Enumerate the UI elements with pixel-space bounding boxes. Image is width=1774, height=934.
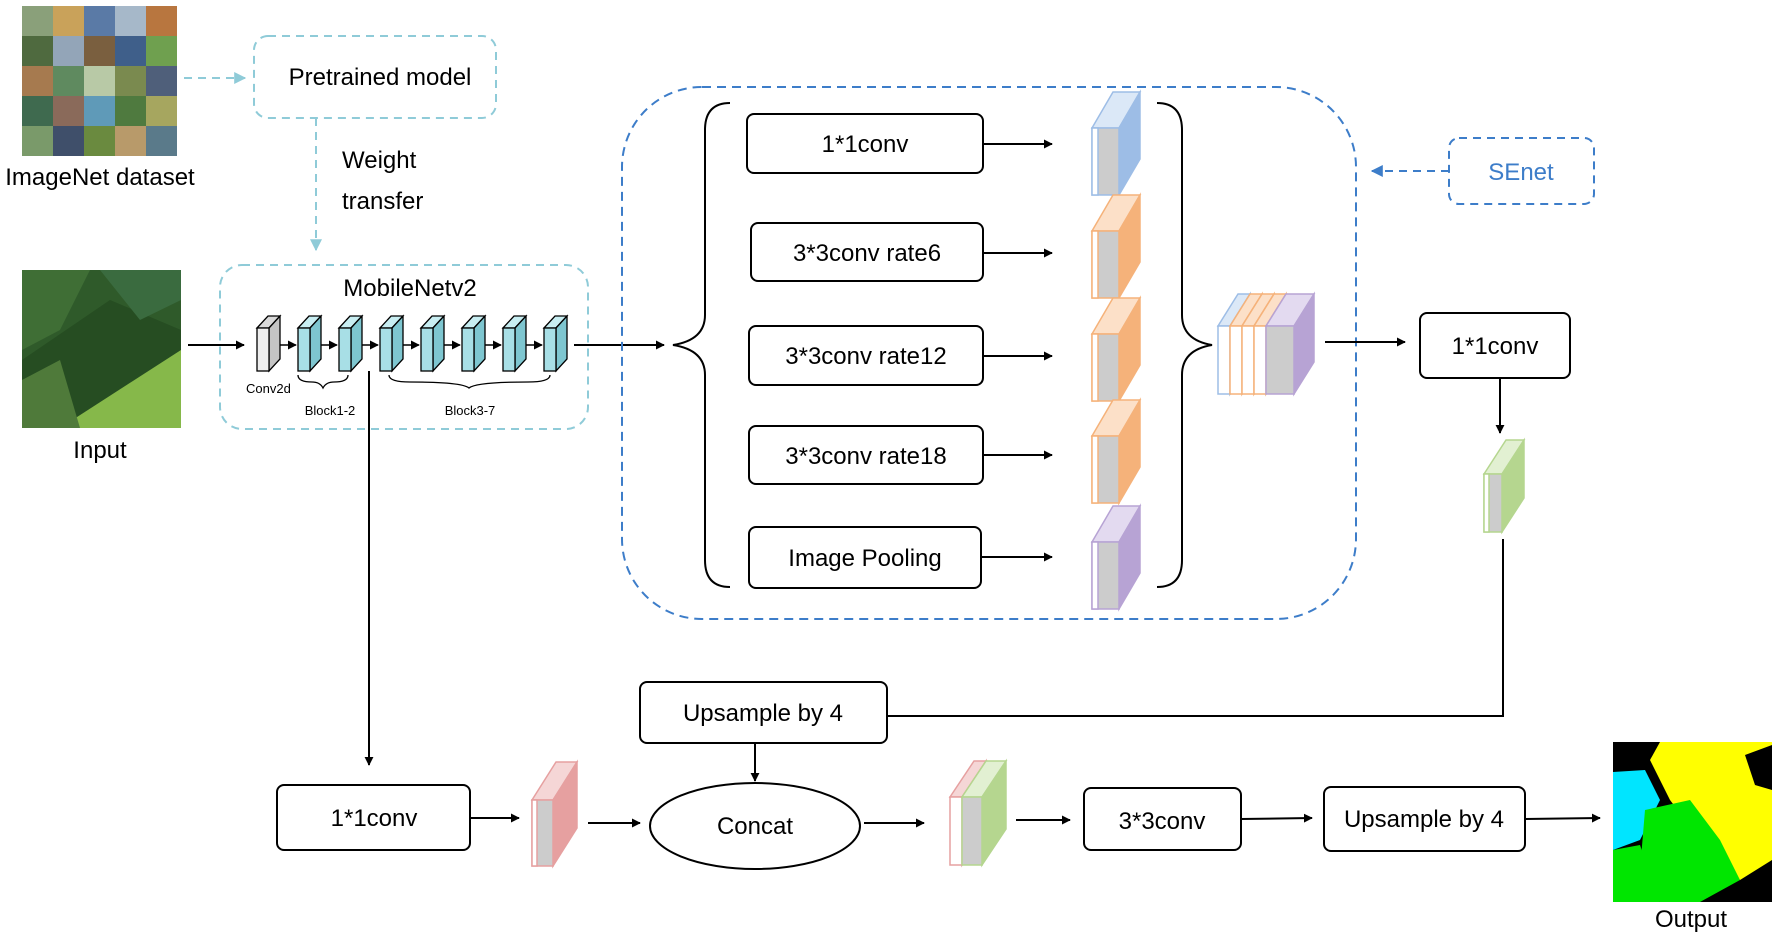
- aspp-rate18-label: 3*3conv rate18: [785, 443, 946, 470]
- feature-map-red-low-level: [530, 759, 579, 869]
- final-upsample-label: Upsample by 4: [1344, 806, 1504, 833]
- feature-map-rate12-orange: [1090, 295, 1142, 404]
- feature-map-1x1-blue: [1090, 89, 1142, 198]
- block37-label: Block3-7: [445, 403, 496, 418]
- upsample-top-box: [639, 681, 888, 744]
- imagenet-thumbnail-mosaic: [22, 6, 177, 156]
- weight-transfer-label-line2: transfer: [342, 188, 423, 215]
- input-label: Input: [73, 437, 127, 464]
- block37-brace: [388, 374, 551, 389]
- block4-layer: [419, 314, 446, 373]
- aspp-output-1x1conv-box: [1419, 312, 1571, 379]
- feature-map-rate18-orange: [1090, 397, 1142, 506]
- conv2d-layer: [255, 314, 282, 373]
- concatenated-red-green-feature-stack: [948, 758, 1008, 868]
- feature-map-green-high-level: [1482, 437, 1526, 535]
- high-level-to-upsample-arrow: [879, 539, 1504, 721]
- aspp-left-brace: [672, 102, 731, 588]
- block2-layer: [337, 314, 364, 373]
- block3-layer: [378, 314, 405, 373]
- aspp-image-pooling-label: Image Pooling: [788, 545, 941, 572]
- mobilenetv2-label: MobileNetv2: [343, 275, 476, 302]
- concat-label: Concat: [717, 813, 793, 840]
- aspp-output-1x1conv-label: 1*1conv: [1452, 333, 1539, 360]
- aspp-right-brace: [1156, 102, 1213, 588]
- block5-layer: [460, 314, 487, 373]
- concat-node: [649, 782, 861, 870]
- input-aerial-image: [22, 270, 181, 428]
- block7-layer: [542, 314, 569, 373]
- aspp-rate12-label: 3*3conv rate12: [785, 343, 946, 370]
- senet-label: SEnet: [1488, 159, 1554, 186]
- block12-brace: [297, 374, 349, 390]
- aspp-rate6-label: 3*3conv rate6: [793, 240, 941, 267]
- final-3x3conv-label: 3*3conv: [1119, 808, 1206, 835]
- weight-transfer-label-line1: Weight: [342, 147, 417, 174]
- aspp-1x1conv-label: 1*1conv: [822, 131, 909, 158]
- block6-layer: [501, 314, 528, 373]
- aspp-concatenated-feature-stack: [1216, 291, 1316, 397]
- output-label: Output: [1655, 906, 1727, 933]
- block12-label: Block1-2: [305, 403, 356, 418]
- conv-to-upsample-arrow: [1240, 813, 1313, 823]
- block1-layer: [296, 314, 323, 373]
- feature-map-pooling-purple: [1090, 503, 1142, 612]
- imagenet-label: ImageNet dataset: [5, 164, 195, 191]
- output-segmentation-map: [1613, 742, 1772, 902]
- low-level-1x1conv-label: 1*1conv: [331, 805, 418, 832]
- pretrained-model-label: Pretrained model: [289, 64, 472, 91]
- feature-map-rate6-orange: [1090, 192, 1142, 301]
- mobilenetv2-box: [219, 264, 589, 430]
- aspp-module-box: [621, 86, 1357, 620]
- upsample-top-label: Upsample by 4: [683, 700, 843, 727]
- pretrained-model-box: [253, 35, 497, 119]
- upsample-to-output-arrow: [1524, 813, 1601, 823]
- conv2d-label: Conv2d: [246, 381, 291, 396]
